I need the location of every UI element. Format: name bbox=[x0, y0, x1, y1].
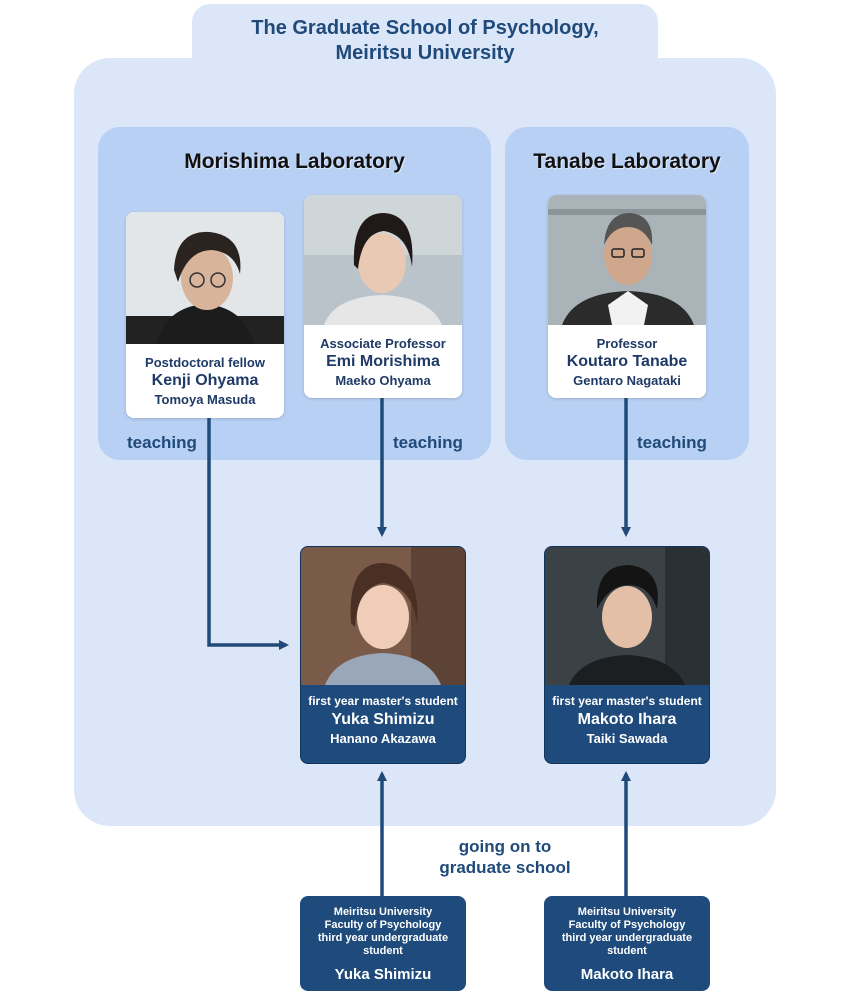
undergrad-line1: Meiritsu University bbox=[333, 906, 433, 918]
person-silhouette-icon bbox=[304, 195, 462, 325]
teaching-label-emi: teaching bbox=[393, 433, 463, 452]
undergrad-line3: third year undergraduate bbox=[561, 932, 693, 944]
transition-label: going on to graduate school bbox=[420, 836, 590, 878]
student-card-yuka-shimizu: first year master's student Yuka Shimizu… bbox=[300, 546, 466, 764]
student-role: first year master's student bbox=[308, 694, 458, 708]
student-character-name: Yuka Shimizu bbox=[331, 711, 435, 728]
teaching-label-kenji: teaching bbox=[127, 433, 197, 452]
faculty-card-koutaro-tanabe: Professor Koutaro Tanabe Gentaro Nagatak… bbox=[548, 195, 706, 398]
student-actor-name: Hanano Akazawa bbox=[330, 731, 436, 746]
portrait-makoto-ihara bbox=[545, 547, 709, 685]
undergrad-line4: student bbox=[363, 945, 403, 957]
student-character-name: Makoto Ihara bbox=[577, 711, 677, 728]
university-title-line2: Meiritsu University bbox=[335, 42, 515, 64]
faculty-role: Professor bbox=[596, 336, 658, 351]
transition-line1: going on to bbox=[458, 837, 552, 856]
undergrad-name: Yuka Shimizu bbox=[334, 966, 432, 983]
person-silhouette-icon bbox=[301, 547, 465, 685]
student-card-makoto-ihara: first year master's student Makoto Ihara… bbox=[544, 546, 710, 764]
undergrad-line3: third year undergraduate bbox=[317, 932, 449, 944]
faculty-character-name: Koutaro Tanabe bbox=[566, 353, 688, 370]
faculty-card-kenji-ohyama: Postdoctoral fellow Kenji Ohyama Tomoya … bbox=[126, 212, 284, 418]
faculty-actor-name: Maeko Ohyama bbox=[335, 373, 431, 388]
undergrad-line2: Faculty of Psychology bbox=[568, 919, 686, 931]
portrait-emi-morishima bbox=[304, 195, 462, 325]
undergrad-line4: student bbox=[607, 945, 647, 957]
university-title-line1: The Graduate School of Psychology, bbox=[251, 17, 599, 39]
person-silhouette-icon bbox=[548, 195, 706, 325]
university-title: The Graduate School of Psychology, Meiri… bbox=[192, 16, 658, 66]
undergrad-card-yuka-shimizu: Meiritsu University Faculty of Psycholog… bbox=[300, 896, 466, 991]
student-role: first year master's student bbox=[552, 694, 702, 708]
faculty-card-emi-morishima: Associate Professor Emi Morishima Maeko … bbox=[304, 195, 462, 398]
tanabe-laboratory-title: Tanabe Laboratory bbox=[533, 150, 721, 173]
morishima-laboratory-title: Morishima Laboratory bbox=[184, 150, 405, 173]
teaching-label-tanabe: teaching bbox=[637, 433, 707, 452]
transition-line2: graduate school bbox=[439, 858, 571, 877]
portrait-kenji-ohyama bbox=[126, 212, 284, 344]
undergrad-line1: Meiritsu University bbox=[577, 906, 677, 918]
faculty-role: Associate Professor bbox=[320, 336, 446, 351]
portrait-koutaro-tanabe bbox=[548, 195, 706, 325]
undergrad-card-makoto-ihara: Meiritsu University Faculty of Psycholog… bbox=[544, 896, 710, 991]
faculty-actor-name: Gentaro Nagataki bbox=[573, 373, 681, 388]
person-silhouette-icon bbox=[545, 547, 709, 685]
undergrad-name: Makoto Ihara bbox=[580, 966, 674, 983]
portrait-yuka-shimizu bbox=[301, 547, 465, 685]
faculty-character-name: Emi Morishima bbox=[326, 353, 440, 370]
person-silhouette-icon bbox=[126, 212, 284, 344]
faculty-role: Postdoctoral fellow bbox=[145, 355, 265, 370]
faculty-actor-name: Tomoya Masuda bbox=[154, 392, 256, 407]
undergrad-line2: Faculty of Psychology bbox=[324, 919, 442, 931]
faculty-character-name: Kenji Ohyama bbox=[151, 372, 259, 389]
student-actor-name: Taiki Sawada bbox=[586, 731, 668, 746]
